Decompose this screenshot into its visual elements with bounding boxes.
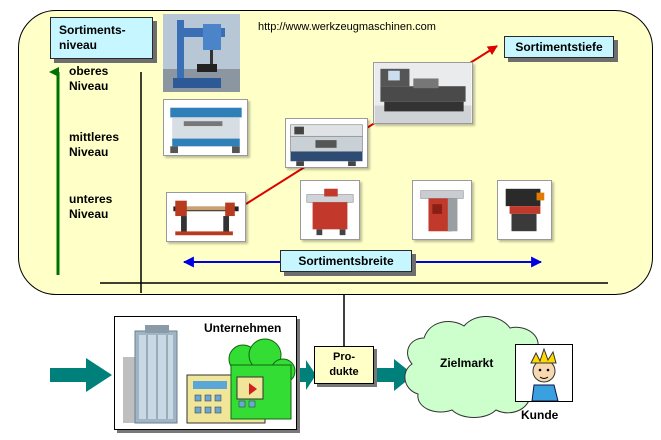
level-unteres: unteres Niveau [69,192,112,222]
level-oberes-line2: Niveau [69,79,109,93]
kunde-label: Kunde [521,408,559,422]
sortimentsniveau-label: Sortiments- niveau [50,17,153,59]
produkte-line2: dukte [329,366,359,378]
produkte-line1: Pro- [333,351,355,363]
level-mittleres-line1: mittleres [69,130,120,144]
input-arrow [50,358,112,392]
company-building-icon [123,325,296,424]
level-unteres-line1: unteres [69,192,113,206]
customer-box [515,344,573,402]
level-unteres-line2: Niveau [69,207,109,221]
level-oberes: oberes Niveau [69,64,108,94]
table-saw-photo [300,180,360,240]
unternehmen-label: Unternehmen [204,321,282,335]
zielmarkt-label: Zielmarkt [440,356,494,370]
sortimentsbreite-label: Sortimentsbreite [280,250,412,272]
product-to-market-arrow [376,359,414,391]
company-to-product-arrow [297,360,316,390]
drill-press-photo [163,14,240,92]
cnc-lathe-photo [285,118,368,168]
level-mittleres-line2: Niveau [69,145,109,159]
source-url: http://www.werkzeugmaschinen.com [258,21,436,33]
level-mittleres: mittleres Niveau [69,130,119,160]
sortimentstiefe-label: Sortimentstiefe [504,36,614,58]
unternehmen-box: Unternehmen [114,316,297,430]
sortimentsniveau-line1: Sortiments- [59,23,126,37]
jointer-planer-photo [412,180,472,240]
customer-icon [516,345,572,402]
zielmarkt-cloud [404,316,546,418]
wood-lathe-photo [166,192,246,242]
sortimentsniveau-line2: niveau [59,38,98,52]
metal-lathe-photo [163,99,248,156]
level-oberes-line1: oberes [69,64,109,78]
large-lathe-photo [373,62,473,124]
produkte-box: Pro- dukte [314,346,374,384]
band-saw-photo [497,180,552,240]
